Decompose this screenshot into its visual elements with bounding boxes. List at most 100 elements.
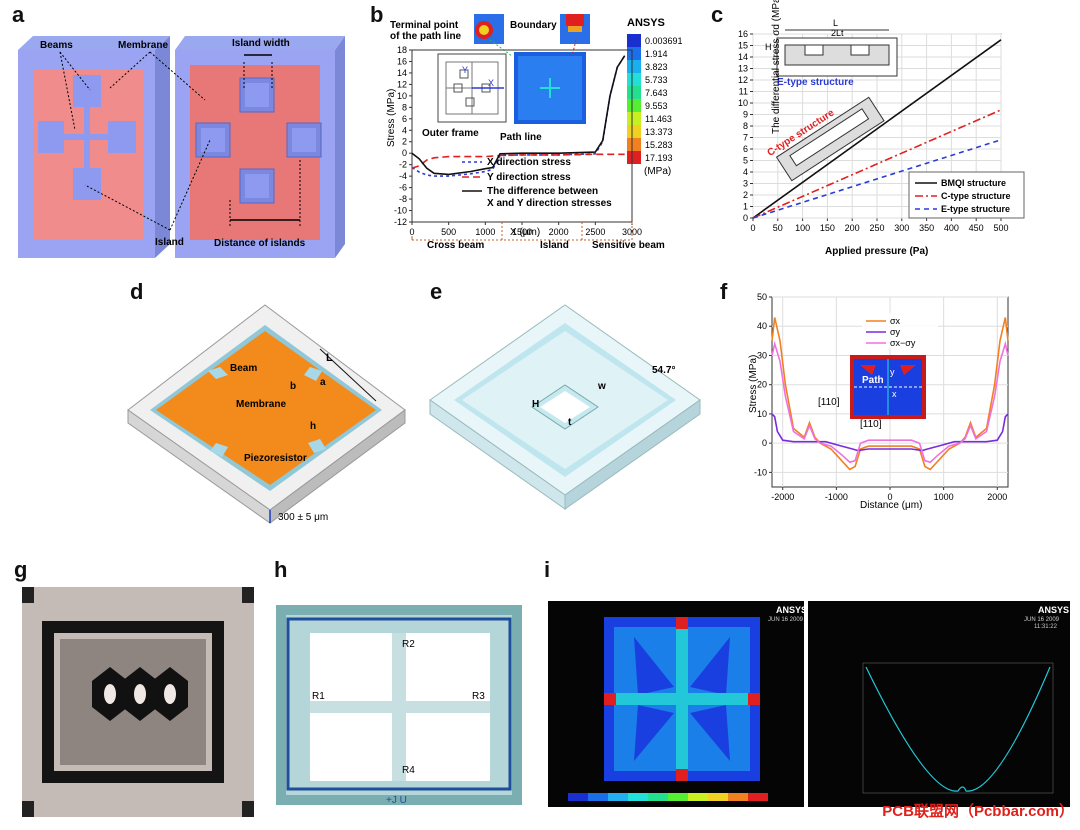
colorbar-swatch	[627, 151, 641, 164]
colorbar-swatch	[688, 793, 708, 801]
piezoresistor-label: Piezoresistor	[244, 453, 307, 464]
date-left: JUN 16 2009	[768, 617, 804, 623]
region-sensitive-beam: Sensitive beam	[592, 240, 665, 251]
terminal-label-2: of the path line	[390, 31, 462, 42]
x-tick-label: 450	[969, 223, 984, 233]
y-tick-label: 0	[762, 438, 767, 448]
y-tick-label: 0	[402, 148, 407, 158]
y-tick-label: 50	[757, 292, 767, 302]
thickness-label: 300 ± 5 μm	[278, 512, 328, 523]
x-tick-label: 1500	[512, 227, 532, 237]
colorbar-swatch	[748, 793, 768, 801]
ansys-simulation: ANSYS JUN 16 2009 ANSYS JUN 16 2009 11:3…	[548, 601, 1070, 807]
colorbar-label: 5.733	[645, 75, 668, 85]
y-tick-label: -12	[394, 217, 407, 227]
x-tick-label: 100	[795, 223, 810, 233]
legend-label: σx	[890, 316, 901, 326]
colorbar-swatch	[627, 47, 641, 60]
y-axis-title: Stress (MPa)	[748, 355, 759, 413]
panel-label: a	[12, 2, 25, 27]
y-axis-title: Stress (MPa)	[386, 89, 397, 147]
legend-label: σx−σy	[890, 338, 916, 348]
y-tick-label: 8	[402, 102, 407, 112]
bottom-mark: +J U	[386, 795, 407, 806]
panel-d: d L Beam a b Membrane h Piezoresistor 30…	[120, 275, 410, 535]
y-tick-label: 20	[757, 380, 767, 390]
r4-label: R4	[402, 765, 415, 776]
y-tick-label: 10	[738, 98, 748, 108]
x-tick-label: 500	[441, 227, 456, 237]
x-axis-title: Distance (μm)	[860, 500, 922, 511]
colorbar-label: 9.553	[645, 101, 668, 111]
y-tick-label: 10	[397, 91, 407, 101]
y-tick-label: 8	[743, 121, 748, 131]
series-line-1	[411, 55, 626, 177]
y-tick-label: 3	[743, 179, 748, 189]
x-tick-label: 0	[409, 227, 414, 237]
series-line-3	[411, 55, 626, 176]
panel-label: d	[130, 279, 144, 304]
legend-diff: The difference between	[487, 186, 598, 197]
y-tick-label: -2	[399, 160, 407, 170]
terminal-label: Terminal point	[390, 20, 459, 31]
stress-path-chart: Terminal point of the path line Boundary…	[386, 14, 683, 251]
legend-diff-2: X and Y direction stresses	[487, 198, 612, 209]
colorbar-swatch	[627, 60, 641, 73]
dim-w: w	[597, 381, 606, 392]
x-tick-label: 1000	[934, 492, 954, 502]
y-tick-label: 5	[743, 156, 748, 166]
x-tick-label: 350	[919, 223, 934, 233]
legend-label: BMQI structure	[941, 178, 1006, 188]
y-tick-label: 10	[757, 409, 767, 419]
distance-label: Distance of islands	[214, 238, 306, 249]
y-tick-label: 11	[739, 87, 748, 97]
time-right: 11:31:22	[1034, 624, 1058, 630]
legend-y: Y direction stress	[487, 172, 571, 183]
y-tick-label: -10	[754, 467, 767, 477]
x-tick-label: 300	[894, 223, 909, 233]
x-tick-label: 500	[993, 223, 1008, 233]
y-tick-label: 16	[397, 56, 407, 66]
y-tick-label: 7	[743, 133, 748, 143]
x-tick-label: 1000	[475, 227, 495, 237]
x-tick-label: 2000	[549, 227, 569, 237]
legend-label: σy	[890, 327, 901, 337]
y-tick-label: 30	[757, 350, 767, 360]
membrane-label: Membrane	[118, 40, 168, 51]
y-tick-label: 6	[743, 144, 748, 154]
y-tick-label: 1	[743, 202, 748, 212]
beams-label: Beams	[40, 40, 73, 51]
dim-H: H	[532, 399, 539, 410]
colorbar-swatch	[627, 138, 641, 151]
path-label: Path	[862, 375, 884, 386]
colorbar-label: 17.193	[645, 153, 673, 163]
colorbar-swatch	[627, 86, 641, 99]
island-label: Island	[155, 237, 184, 248]
series-line-1	[752, 39, 1002, 219]
panel-i: i ANSYS JUN 16 2009 ANSYS JUN 16 2009 11…	[538, 555, 1080, 825]
dir-label-1: [110]	[818, 397, 840, 408]
ansys-logo-right: ANSYS	[1038, 605, 1069, 615]
panel-h: h R2 R1 R3 R4 +J U	[268, 555, 533, 825]
x-tick-label: 0	[750, 223, 755, 233]
series-line-3	[752, 139, 1002, 219]
ansys-logo-left: ANSYS	[776, 605, 807, 615]
bossed-membrane-model: 54.7° w H t	[429, 304, 701, 510]
colorbar-label: 13.373	[645, 127, 673, 137]
panel-b: b Terminal point of the path line Bounda…	[362, 0, 702, 265]
colorbar-label: 11.463	[645, 114, 672, 124]
y-tick-label: 12	[738, 75, 748, 85]
x-tick-label: 250	[869, 223, 884, 233]
colorbar: 0.0036911.9143.8235.7337.6439.55311.4631…	[627, 34, 683, 164]
legend-label: C-type structure	[941, 191, 1011, 201]
x-tick-label: -1000	[825, 492, 848, 502]
ansys-label: ANSYS	[627, 17, 665, 29]
x-axis-title: Applied pressure (Pa)	[825, 246, 928, 257]
series-line-3	[771, 340, 1009, 464]
y-tick-label: 13	[738, 64, 748, 74]
y-tick-label: -10	[394, 206, 407, 216]
panel-label: f	[720, 279, 728, 304]
r3-label: R3	[472, 691, 485, 702]
inset-x: x	[892, 389, 897, 399]
